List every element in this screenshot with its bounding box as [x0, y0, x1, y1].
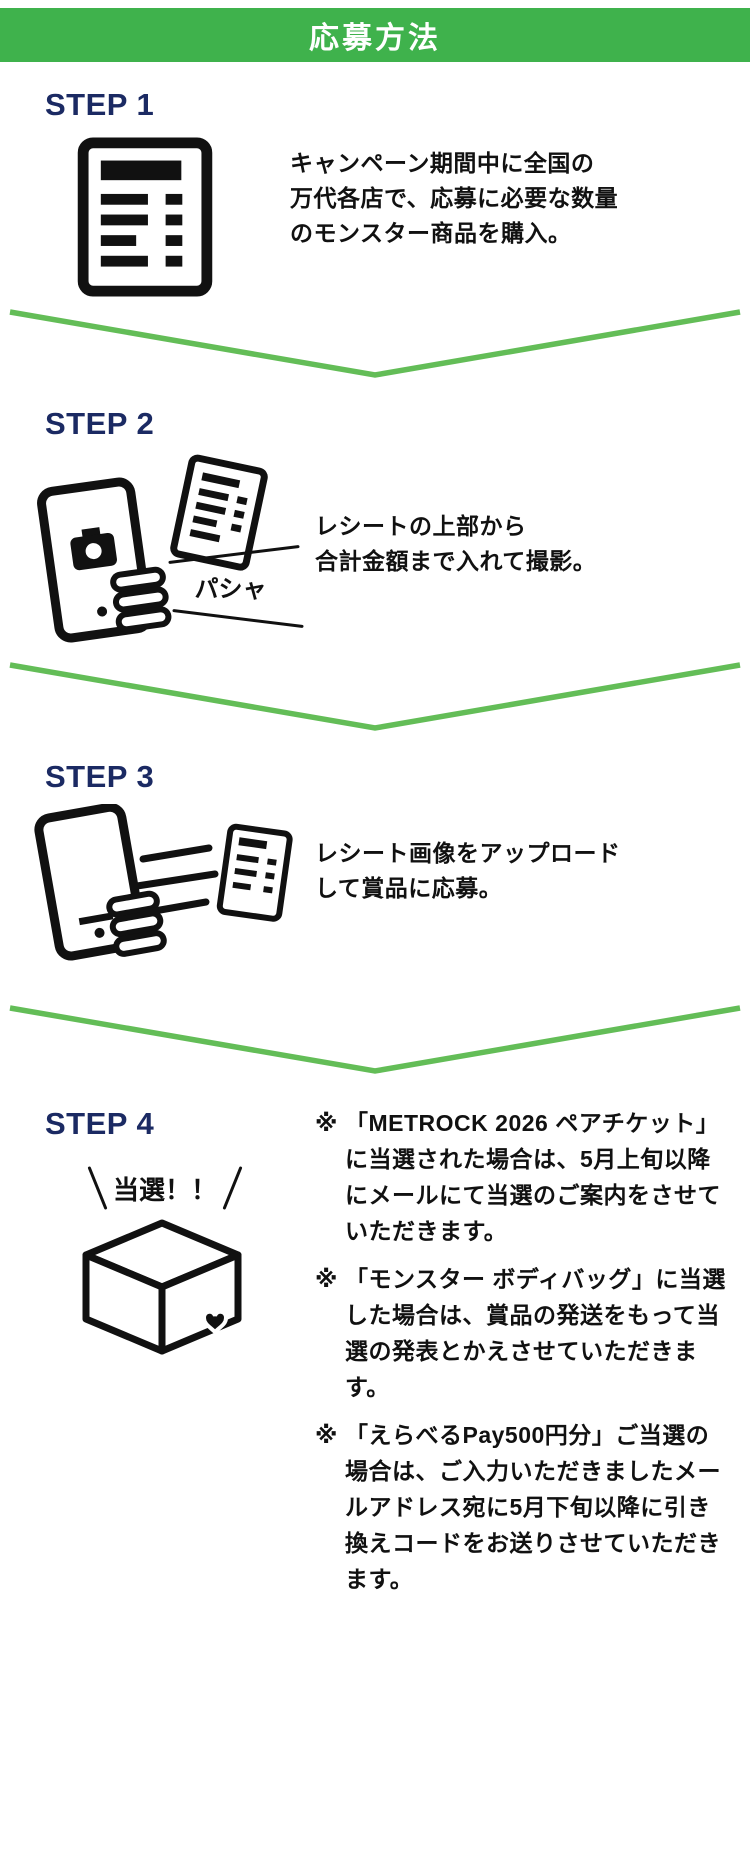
prize-box-icon: [72, 1217, 300, 1364]
winning-caption: 当選！！: [55, 1165, 275, 1211]
step-4-label: STEP 4: [45, 1106, 155, 1141]
step-description-line: 合計金額まで入れて撮影。: [315, 548, 597, 574]
down-arrow-divider: [9, 1005, 741, 1074]
emphasis-line-icon: [87, 1166, 108, 1210]
step-description-line: レシートの上部から: [315, 513, 527, 539]
page-title: 応募方法: [309, 22, 441, 55]
step-description-line: のモンスター商品を購入。: [290, 220, 572, 246]
step-2-section: STEP 2: [0, 405, 750, 656]
step-2-icon-area: パシャ: [0, 451, 315, 656]
step-description-line: して賞品に応募。: [315, 875, 503, 901]
note-marker: ※: [315, 1266, 338, 1292]
step-1-section: STEP 1 キャンペーン期間中に全国の 万代各店で、応: [0, 86, 750, 303]
step-4-notes: ※ 「METROCK 2026 ペアチケット」に当選された場合は、5月上旬以降に…: [300, 1105, 750, 1609]
step-4-section: STEP 4 当選！！ ※ 「METROCK 2026 ペアチケット」に当選され…: [0, 1105, 750, 1609]
shutter-sound-text: パシャ: [194, 576, 267, 603]
note-marker: ※: [315, 1110, 338, 1136]
upload-phone-icon: [13, 802, 303, 999]
note-item: ※ 「えらべるPay500円分」ご当選の場合は、ご入力いただきましたメールアドレ…: [315, 1417, 732, 1597]
section-header: 応募方法: [0, 8, 750, 62]
note-marker: ※: [315, 1422, 338, 1448]
down-arrow-divider: [9, 662, 741, 731]
emphasis-line-icon: [222, 1166, 243, 1210]
step-description-line: レシート画像をアップロード: [315, 840, 621, 866]
photo-phone-icon: パシャ: [8, 451, 308, 656]
note-text: 「モンスター ボディバッグ」に当選した場合は、賞品の発送をもって当選の発表とかえ…: [345, 1266, 726, 1400]
down-arrow-divider: [9, 309, 741, 378]
step-2-label: STEP 2: [45, 406, 155, 441]
step-3-section: STEP 3: [0, 758, 750, 999]
note-text: 「METROCK 2026 ペアチケット」に当選された場合は、5月上旬以降にメー…: [345, 1110, 721, 1244]
step-2-description: レシートの上部から 合計金額まで入れて撮影。: [315, 451, 596, 579]
step-description-line: キャンペーン期間中に全国の: [290, 150, 595, 176]
note-item: ※ 「METROCK 2026 ペアチケット」に当選された場合は、5月上旬以降に…: [315, 1105, 732, 1249]
winning-text: 当選！！: [112, 1174, 217, 1205]
shutter-sound-caption: パシャ: [166, 544, 304, 629]
step-3-description: レシート画像をアップロード して賞品に応募。: [315, 804, 621, 906]
step-1-icon-area: [0, 132, 290, 303]
note-item: ※ 「モンスター ボディバッグ」に当選した場合は、賞品の発送をもって当選の発表と…: [315, 1261, 732, 1405]
step-3-icon-area: [0, 802, 315, 999]
heart-icon: [201, 1309, 229, 1335]
step-3-label: STEP 3: [45, 759, 155, 794]
step-description-line: 万代各店で、応募に必要な数量: [290, 185, 619, 211]
receipt-icon: [76, 136, 214, 303]
step-1-label: STEP 1: [45, 87, 155, 122]
note-text: 「えらべるPay500円分」ご当選の場合は、ご入力いただきましたメールアドレス宛…: [345, 1422, 721, 1592]
step-1-description: キャンペーン期間中に全国の 万代各店で、応募に必要な数量 のモンスター商品を購入…: [290, 132, 618, 251]
